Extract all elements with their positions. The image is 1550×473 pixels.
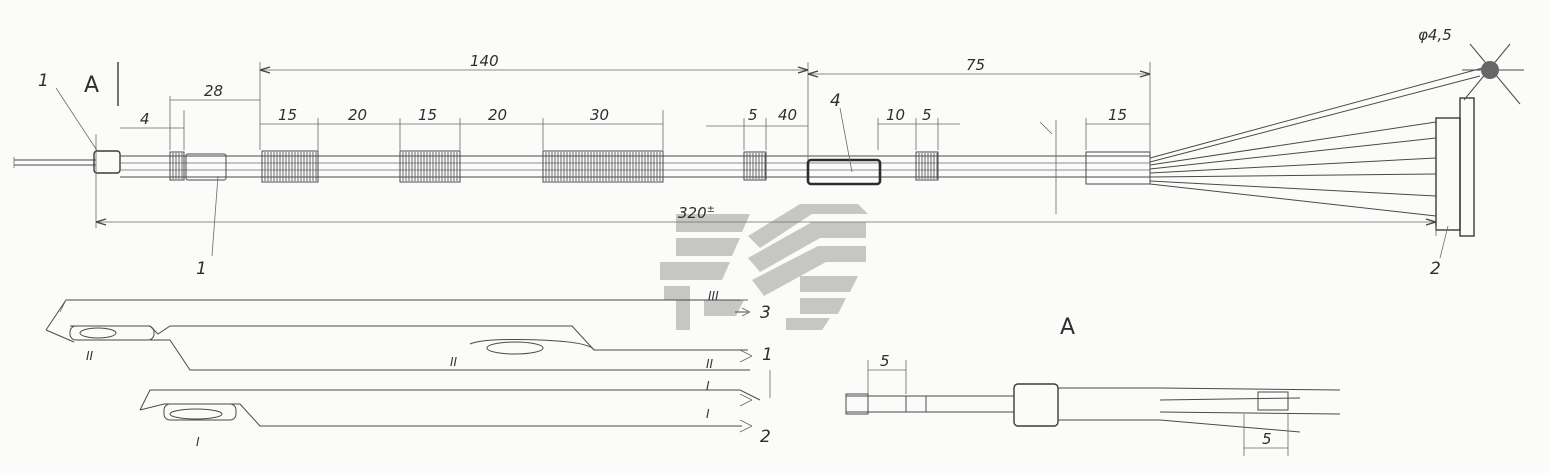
dim-320: 320± <box>678 204 715 222</box>
watermark-logo <box>660 204 868 330</box>
dim-5a: 5 <box>748 106 758 124</box>
arrow-3-label: 3 <box>760 303 771 323</box>
roman-i-small-a: I <box>706 379 710 393</box>
dim-20b: 20 <box>488 106 507 124</box>
dim-140: 140 <box>470 52 499 70</box>
dim-75: 75 <box>966 56 985 74</box>
section-a-marker: A <box>84 73 99 98</box>
callout-1-top: 1 <box>38 71 49 91</box>
roman-i-small-b: I <box>706 407 710 421</box>
callout-2: 2 <box>1430 259 1441 279</box>
dim-10: 10 <box>886 106 905 124</box>
roman-ii-mid: II <box>450 355 458 369</box>
terminal-star <box>1462 43 1524 105</box>
roman-ii-left: II <box>86 349 94 363</box>
marker-tube <box>806 158 882 186</box>
dim-20a: 20 <box>348 106 367 124</box>
roman-i-bottom: I <box>196 435 200 449</box>
dim-40: 40 <box>778 106 797 124</box>
fan-out-wires <box>1149 65 1491 217</box>
section-dim-top: 5 <box>880 352 890 370</box>
arrow-2-label: 2 <box>760 427 771 447</box>
main-harness <box>13 43 1524 237</box>
callout-1-bottom: 1 <box>196 259 207 279</box>
dim-diameter: φ4,5 <box>1418 26 1452 44</box>
callout-4: 4 <box>830 91 841 111</box>
dimension-texts: 140 75 28 4 15 20 15 20 30 5 40 10 5 15 … <box>140 26 1452 222</box>
roman-iii: III <box>708 289 719 303</box>
dim-4: 4 <box>140 110 150 128</box>
dim-28: 28 <box>204 82 223 100</box>
section-dim-bottom: 5 <box>1262 430 1272 448</box>
wiring-schematic: II II II I I I III 3 1 2 <box>45 289 773 449</box>
dim-15c: 15 <box>1108 106 1127 124</box>
connector-block <box>1435 117 1461 231</box>
dim-15b: 15 <box>418 106 437 124</box>
roman-ii-small: II <box>706 357 714 371</box>
dim-15a: 15 <box>278 106 297 124</box>
dim-5b: 5 <box>922 106 932 124</box>
dim-30: 30 <box>590 106 609 124</box>
callouts: 1 A 1 4 2 <box>38 71 1449 279</box>
dimension-lines <box>95 62 1437 236</box>
arrow-1-label: 1 <box>762 345 773 365</box>
coil-wraps <box>169 150 939 183</box>
section-a-title: A <box>1060 315 1075 340</box>
section-view-a: A 5 5 <box>845 315 1341 456</box>
